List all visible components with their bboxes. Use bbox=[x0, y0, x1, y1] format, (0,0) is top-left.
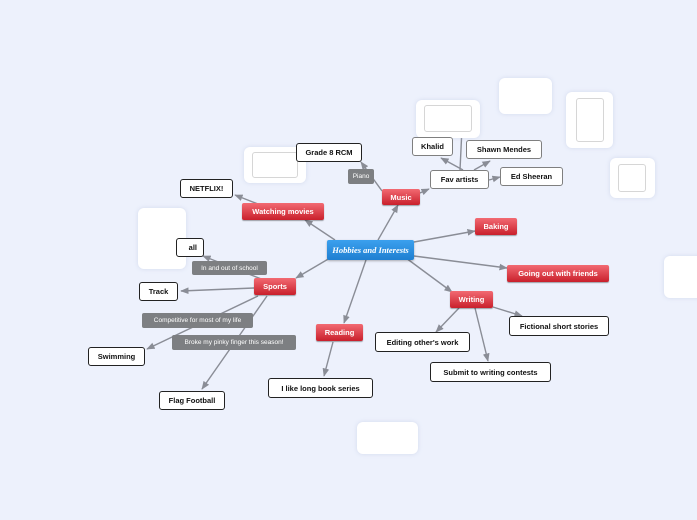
subtopic-editing[interactable]: Editing other's work bbox=[375, 332, 470, 352]
subtopic-shawn-mendes[interactable]: Shawn Mendes bbox=[466, 140, 542, 159]
note-competitive[interactable]: Competitive for most of my life bbox=[142, 313, 253, 328]
subtopic-flag-football[interactable]: Flag Football bbox=[159, 391, 225, 410]
note-in-and-out[interactable]: In and out of school bbox=[192, 261, 267, 275]
subtopic-ball[interactable]: all bbox=[176, 238, 204, 257]
topic-baking[interactable]: Baking bbox=[475, 218, 517, 235]
note-broke-finger[interactable]: Broke my pinky finger this season! bbox=[172, 335, 296, 350]
topic-music[interactable]: Music bbox=[382, 189, 420, 205]
topic-watching-movies[interactable]: Watching movies bbox=[242, 203, 324, 220]
image-placeholder bbox=[424, 105, 472, 132]
subtopic-fav-artists[interactable]: Fav artists bbox=[430, 170, 489, 189]
subtopic-ed-sheeran[interactable]: Ed Sheeran bbox=[500, 167, 563, 186]
reading-image-card bbox=[357, 422, 418, 454]
subtopic-swimming[interactable]: Swimming bbox=[88, 347, 145, 366]
image-placeholder bbox=[252, 152, 298, 178]
movies-image-card bbox=[244, 147, 306, 183]
subtopic-track[interactable]: Track bbox=[139, 282, 178, 301]
subtopic-long-book-series[interactable]: I like long book series bbox=[268, 378, 373, 398]
topic-going-out[interactable]: Going out with friends bbox=[507, 265, 609, 282]
artist-image-card bbox=[499, 78, 552, 114]
image-card bbox=[610, 158, 655, 198]
topic-sports[interactable]: Sports bbox=[254, 278, 296, 295]
image-placeholder bbox=[618, 164, 646, 192]
friends-image-card bbox=[664, 256, 697, 298]
subtopic-fictional-stories[interactable]: Fictional short stories bbox=[509, 316, 609, 336]
subtopic-netflix[interactable]: NETFLIX! bbox=[180, 179, 233, 198]
subtopic-writing-contests[interactable]: Submit to writing contests bbox=[430, 362, 551, 382]
image-placeholder bbox=[576, 98, 604, 142]
central-topic[interactable]: Hobbies and Interests bbox=[327, 240, 414, 260]
music-image-card bbox=[416, 100, 480, 138]
subtopic-khalid[interactable]: Khalid bbox=[412, 137, 453, 156]
note-piano[interactable]: Piano bbox=[348, 169, 374, 184]
subtopic-grade8-rcm[interactable]: Grade 8 RCM bbox=[296, 143, 362, 162]
topic-reading[interactable]: Reading bbox=[316, 324, 363, 341]
topic-writing[interactable]: Writing bbox=[450, 291, 493, 308]
image-card bbox=[566, 92, 613, 148]
